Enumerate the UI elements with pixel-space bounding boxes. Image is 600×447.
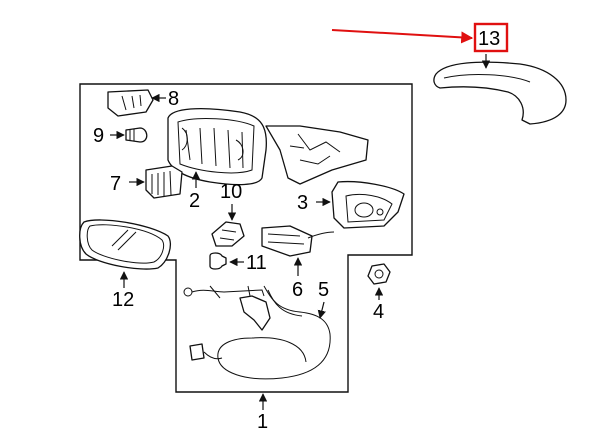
callout-12: 12 — [112, 289, 134, 311]
callout-11: 11 — [246, 252, 267, 274]
callout-9: 9 — [93, 125, 104, 147]
part-11-bulb: 11 — [209, 252, 267, 274]
part-8-bracket: 8 — [107, 88, 179, 117]
callout-5: 5 — [318, 279, 329, 301]
callout-1: 1 — [257, 411, 268, 433]
part-3-lamp: 3 — [297, 180, 405, 229]
part-1-harness: 1 — [183, 285, 331, 433]
part-9-bulb: 9 — [93, 125, 148, 147]
part-5-wire: 5 — [317, 279, 329, 319]
callout-7: 7 — [110, 173, 121, 195]
callout-8: 8 — [168, 88, 179, 110]
part-12-glass: 12 — [79, 219, 172, 311]
callout-4: 4 — [373, 301, 384, 323]
callout-2: 2 — [189, 190, 200, 212]
part-7-motor: 7 — [110, 165, 183, 199]
part-4-nut: 4 — [367, 263, 391, 323]
callout-3: 3 — [297, 192, 308, 214]
highlight-box — [473, 22, 509, 53]
part-13-cover: 13 — [331, 22, 567, 125]
part-2-housing: 2 — [167, 108, 369, 212]
part-6-lamp-unit: 6 — [261, 225, 335, 301]
highlight-arrow — [331, 29, 474, 44]
callout-6: 6 — [292, 279, 303, 301]
callout-13: 13 — [478, 28, 500, 50]
callout-10: 10 — [220, 181, 242, 203]
part-10-socket: 10 — [211, 181, 245, 247]
